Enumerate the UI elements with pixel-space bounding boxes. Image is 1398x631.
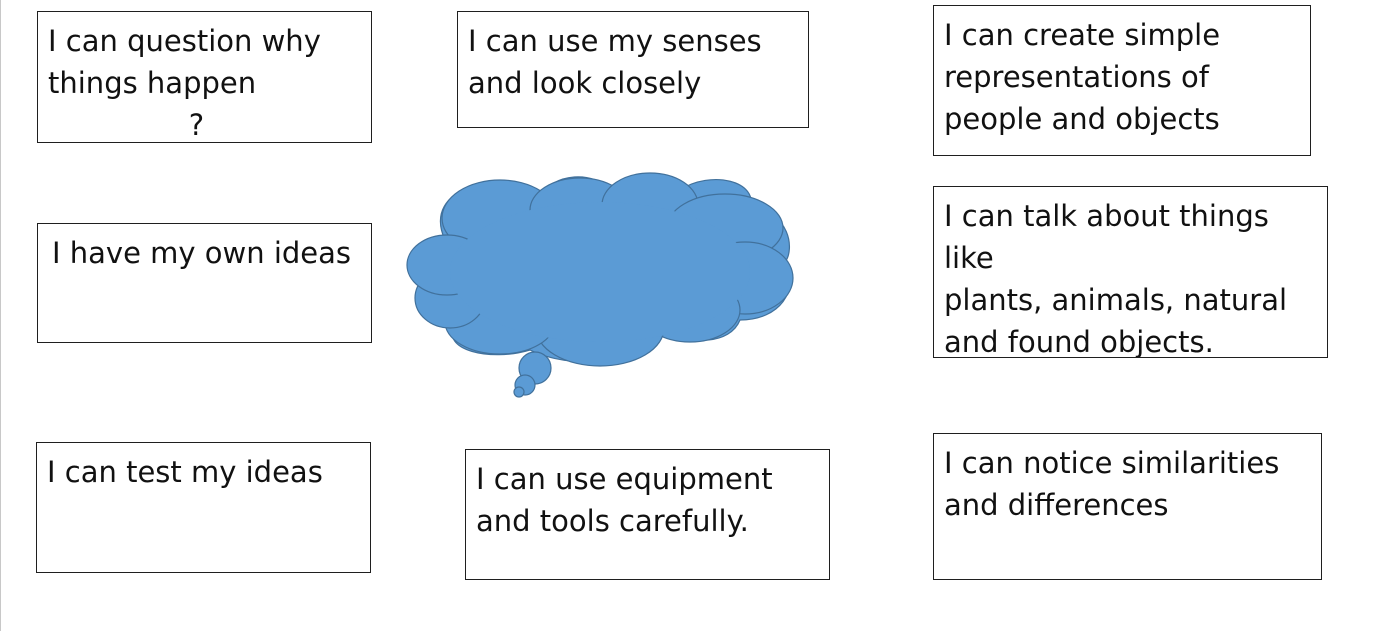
card-create-representations: I can create simple representations of p… (933, 5, 1311, 156)
card-use-equipment-text: I can use equipment and tools carefully. (476, 462, 773, 538)
card-notice-similarities: I can notice similarities and difference… (933, 433, 1322, 580)
card-use-equipment: I can use equipment and tools carefully. (465, 449, 830, 580)
card-test-ideas-text: I can test my ideas (47, 455, 323, 489)
card-use-senses: I can use my senses and look closely (457, 11, 809, 128)
thought-cloud-icon (406, 172, 794, 398)
slide-left-edge (0, 0, 1, 631)
card-own-ideas-text: I have my own ideas (52, 236, 352, 270)
card-create-representations-text: I can create simple representations of p… (944, 18, 1221, 136)
card-test-ideas: I can test my ideas (36, 442, 371, 573)
thought-bubble-small (513, 386, 525, 398)
card-own-ideas: I have my own ideas (37, 223, 372, 343)
card-talk-about-things: I can talk about things like plants, ani… (933, 186, 1328, 358)
card-question-why: I can question why things happen ? (37, 11, 372, 143)
thought-cloud-body (406, 172, 794, 367)
card-use-senses-text: I can use my senses and look closely (468, 24, 762, 100)
card-talk-about-things-text: I can talk about things like plants, ani… (944, 199, 1288, 358)
question-mark: ? (188, 108, 205, 142)
card-question-why-text: I can question why things happen (48, 24, 321, 100)
card-notice-similarities-text: I can notice similarities and difference… (944, 446, 1280, 522)
